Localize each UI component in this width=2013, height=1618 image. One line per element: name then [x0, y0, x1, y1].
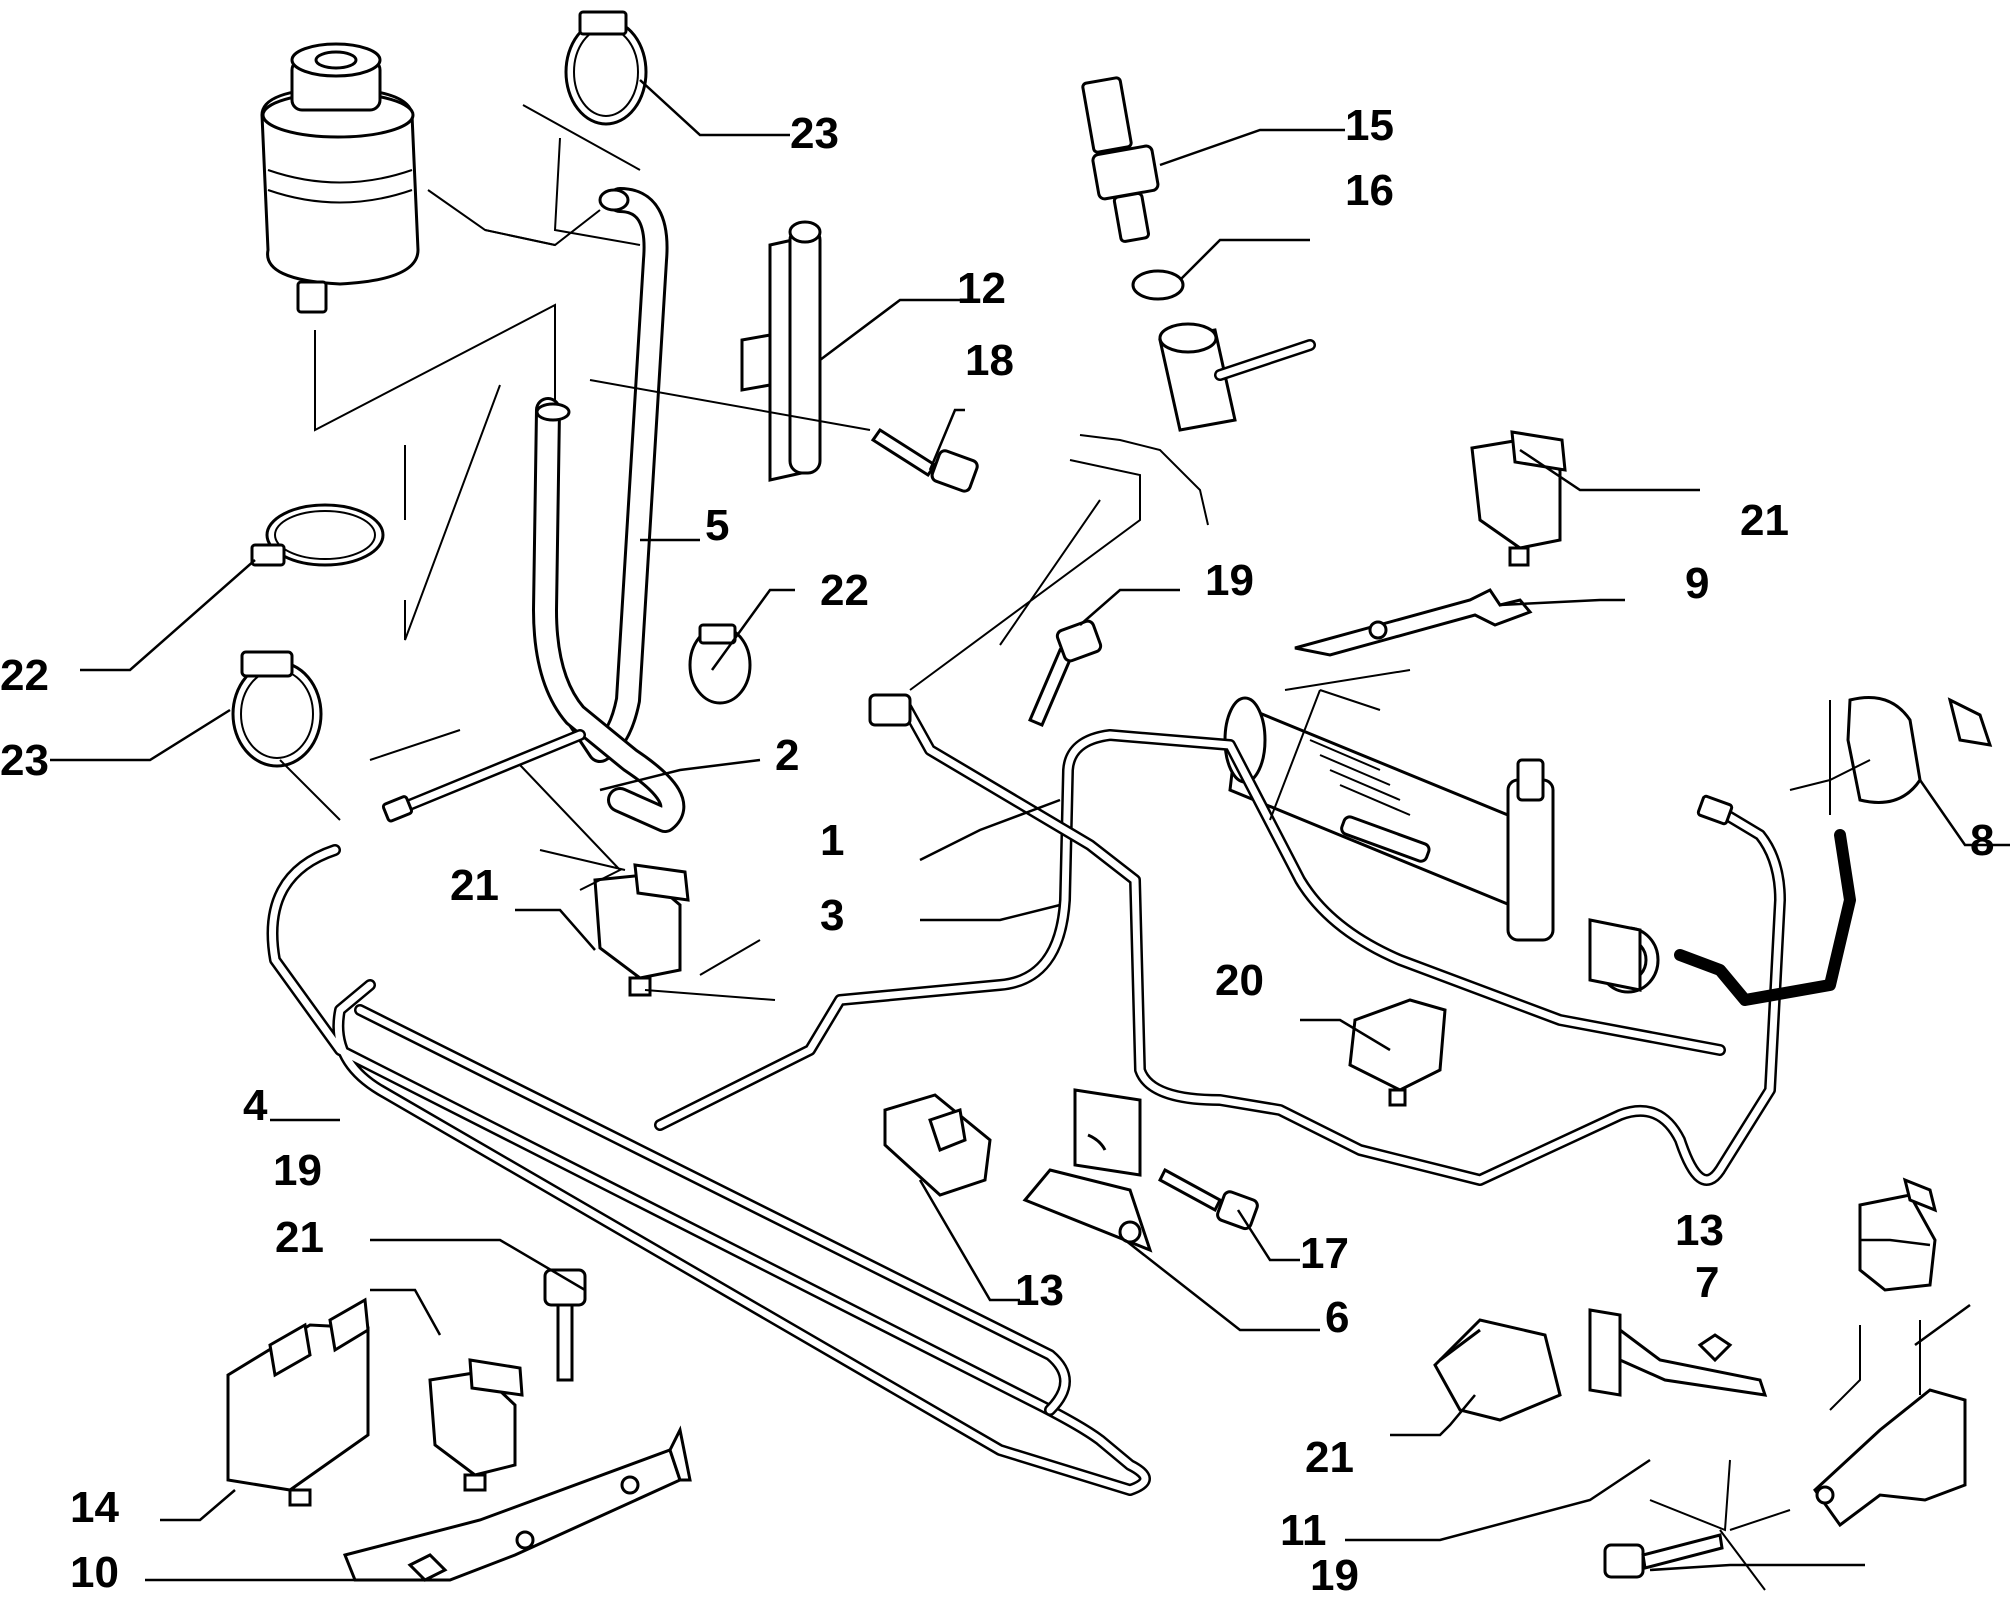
- bolt-19-top: [1028, 619, 1103, 727]
- fluid-reservoir: [260, 42, 420, 314]
- clip-21-top-right: [1470, 430, 1567, 567]
- clip-20: [1348, 998, 1447, 1107]
- clip-8: [1846, 696, 1993, 804]
- bracket-7: [1813, 1388, 1967, 1528]
- callout-12: 12: [957, 264, 1006, 313]
- steering-rack: [1223, 696, 1660, 994]
- exploded-view-lines: [279, 104, 1921, 1591]
- hose-clamp-23-left: [231, 650, 323, 768]
- callout-6: 6: [1325, 1293, 1349, 1342]
- pressure-switch: [1081, 76, 1160, 243]
- callout-23-left: 23: [0, 736, 49, 785]
- callout-13-right: 13: [1675, 1206, 1724, 1255]
- callout-21-top-right: 21: [1740, 496, 1789, 545]
- clip-21-middle: [593, 863, 690, 997]
- callout-3: 3: [820, 891, 844, 940]
- callout-19-bottom-right: 19: [1310, 1551, 1359, 1600]
- callout-21-bottom-left: 21: [275, 1213, 324, 1262]
- callout-17: 17: [1300, 1229, 1349, 1278]
- callout-5: 5: [705, 501, 729, 550]
- clip-14: [226, 1297, 370, 1507]
- bolt-17: [1158, 1167, 1259, 1231]
- callout-7: 7: [1695, 1258, 1719, 1307]
- callout-4: 4: [243, 1081, 268, 1130]
- bolt-18: [870, 427, 979, 493]
- callout-8: 8: [1970, 816, 1994, 865]
- bracket-plate-10: [342, 1425, 692, 1582]
- callout-10: 10: [70, 1548, 119, 1597]
- hose-clamp-top: [564, 10, 648, 126]
- seal-ring: [1131, 269, 1185, 301]
- callout-23-top: 23: [790, 109, 839, 158]
- return-hose: [532, 187, 686, 833]
- hose-clamp-22-left: [250, 503, 385, 567]
- pipe-bracket: [740, 220, 822, 482]
- callout-22-mid: 22: [820, 566, 869, 615]
- callout-13-middle: 13: [1015, 1266, 1064, 1315]
- hose-clamp-22-mid: [688, 623, 752, 705]
- callout-16: 16: [1345, 166, 1394, 215]
- callout-14: 14: [70, 1483, 119, 1532]
- callout-1: 1: [820, 816, 844, 865]
- clip-13-middle: [883, 1093, 992, 1197]
- callout-labels: 1 2 3 4 5 6 7 8 9 10 11 12 13 13 14 15 1…: [0, 101, 1994, 1600]
- callout-22-left: 22: [0, 651, 49, 700]
- callout-2: 2: [775, 731, 799, 780]
- bracket-9: [1294, 588, 1533, 657]
- clip-21-bottom-left: [428, 1358, 524, 1492]
- bolt-19-bottom-right: [1603, 1533, 1724, 1579]
- callout-19-top: 19: [1205, 556, 1254, 605]
- pipe-3: [654, 729, 1726, 1131]
- pipe-4-loop: [266, 844, 1151, 1496]
- bracket-11: [1588, 1308, 1768, 1397]
- bracket-6: [1022, 1088, 1153, 1253]
- bolt-19-bottom-left: [543, 1268, 587, 1382]
- pressure-pipe-2: [381, 729, 586, 823]
- callout-11: 11: [1280, 1506, 1327, 1555]
- callout-15: 15: [1345, 101, 1394, 150]
- callout-20: 20: [1215, 956, 1264, 1005]
- callout-19-bottom-left: 19: [273, 1146, 322, 1195]
- callout-21-bottom-right: 21: [1305, 1433, 1354, 1482]
- clip-21-bottom-right: [1433, 1318, 1562, 1422]
- pipe-rack-side: [1674, 829, 1856, 1006]
- leader-lines: [50, 79, 2010, 1582]
- clip-13-right: [1858, 1177, 1938, 1292]
- callout-18: 18: [965, 336, 1014, 385]
- pipe-1: [868, 693, 1786, 1186]
- callout-9: 9: [1685, 559, 1709, 608]
- pipe-adapter: [1158, 322, 1316, 432]
- callout-21-middle: 21: [450, 861, 499, 910]
